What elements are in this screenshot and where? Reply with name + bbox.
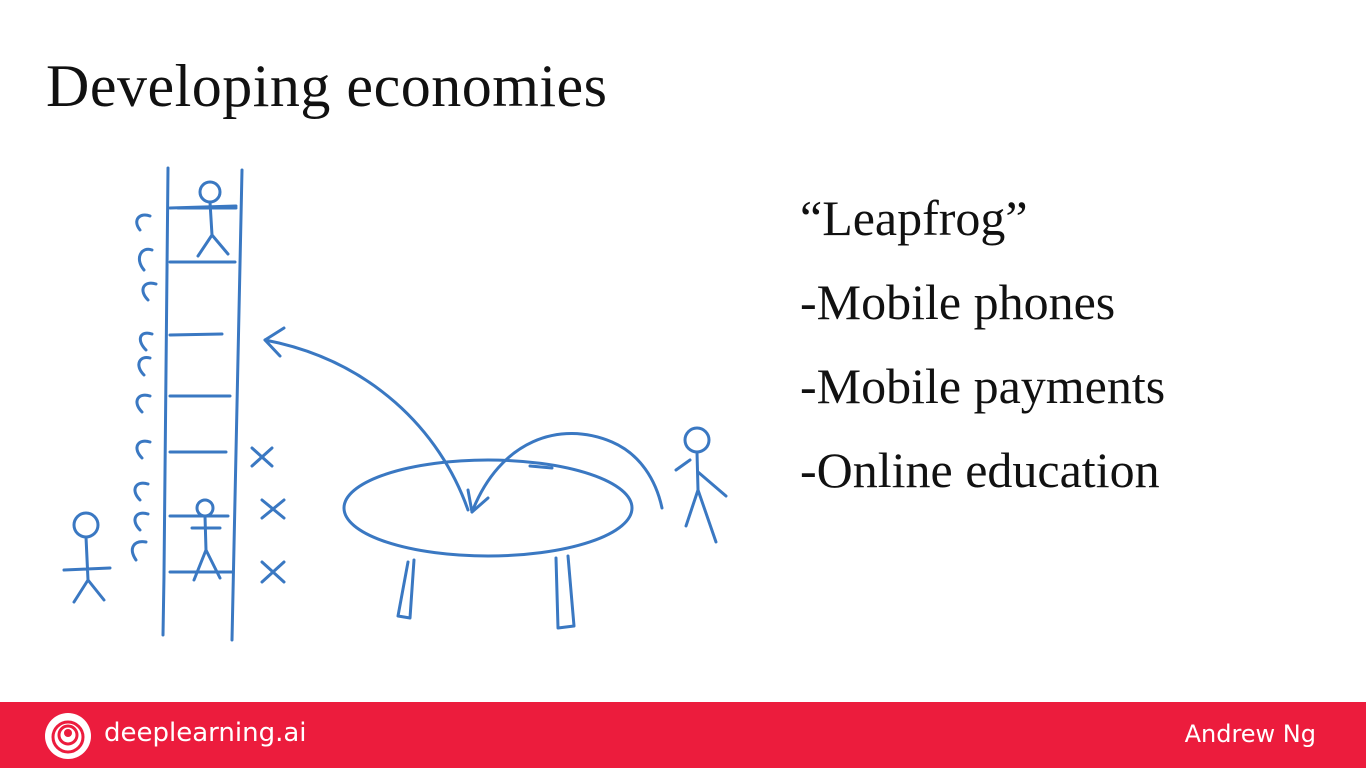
bullet-item: -Mobile payments xyxy=(800,358,1166,414)
arrowhead xyxy=(466,488,490,514)
ladder-rung xyxy=(168,332,224,337)
trampoline-bed xyxy=(342,458,634,558)
brand-name: deeplearning.ai xyxy=(104,718,307,748)
stick-figure-body xyxy=(674,450,728,544)
ladder-trampoline-sketch xyxy=(62,166,728,642)
author-name: Andrew Ng xyxy=(1184,720,1316,748)
climb-arrow xyxy=(130,540,148,562)
bullet-item: “Leapfrog” xyxy=(800,190,1028,246)
trampoline-mark xyxy=(528,464,554,470)
stick-figure-head xyxy=(195,498,215,518)
bullet-item: -Online education xyxy=(800,442,1160,498)
climb-arrow xyxy=(135,393,152,414)
ladder-right-rail xyxy=(230,168,244,642)
climb-arrow xyxy=(135,439,152,460)
stick-figure-head xyxy=(72,511,100,539)
stick-figure-body xyxy=(62,535,112,604)
climb-arrow xyxy=(133,511,150,532)
bullet-item: -Mobile phones xyxy=(800,274,1116,330)
x-mark xyxy=(260,498,286,520)
deeplearning-logo-icon xyxy=(45,713,91,759)
stick-figure-body xyxy=(176,200,238,258)
x-mark xyxy=(260,560,286,584)
footer-bar: deeplearning.ai Andrew Ng xyxy=(0,702,1366,768)
bounce-arrow xyxy=(470,432,664,514)
trampoline-leg xyxy=(554,554,576,630)
stick-figure-head xyxy=(683,426,711,454)
stick-figure-head xyxy=(198,180,222,204)
climb-arrow xyxy=(133,481,150,502)
slide-title: Developing economies xyxy=(46,53,608,119)
bullet-list: “Leapfrog” -Mobile phones -Mobile paymen… xyxy=(800,186,1165,522)
climb-arrow xyxy=(137,355,152,377)
climb-arrow xyxy=(135,213,152,232)
arrowhead xyxy=(263,326,286,358)
x-mark xyxy=(250,446,274,468)
climb-arrow xyxy=(138,331,154,352)
ladder-left-rail xyxy=(161,166,170,637)
climb-arrow xyxy=(141,281,158,302)
bounce-arrow xyxy=(263,338,470,512)
trampoline-leg xyxy=(396,558,416,620)
climb-arrow xyxy=(138,247,154,272)
stick-figure-body xyxy=(190,514,222,582)
